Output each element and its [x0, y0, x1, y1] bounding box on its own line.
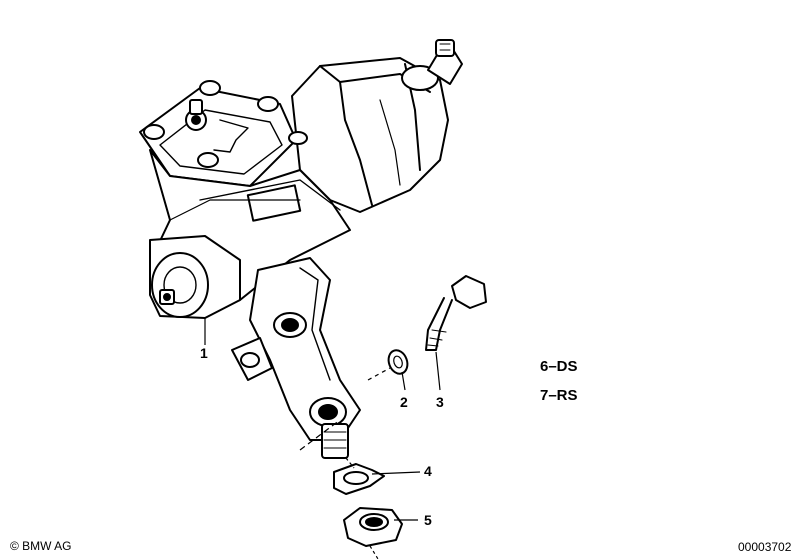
legend-item-7: 7–RS: [540, 387, 578, 404]
leader-2: [401, 371, 406, 391]
spring-washer-2: [387, 349, 409, 375]
axis-line-nut: [369, 545, 379, 559]
callout-1: 1: [200, 345, 208, 361]
legend-item-6: 6–DS: [540, 358, 578, 375]
pitman-arm: [231, 257, 361, 441]
drawing-number: 00003702: [738, 540, 792, 554]
nut-5: [343, 507, 403, 547]
axis-line-bolt: [367, 367, 391, 381]
end-cap: [149, 235, 241, 319]
callout-5: 5: [424, 512, 432, 528]
leader-4: [371, 471, 421, 475]
valve-housing: [291, 57, 449, 213]
lock-washer-4: [333, 463, 385, 495]
callout-3: 3: [436, 394, 444, 410]
pitman-stud: [321, 423, 349, 459]
cover-bolts: [143, 80, 308, 168]
input-shaft: [427, 39, 463, 85]
leader-3: [435, 351, 441, 391]
bolt-3: [425, 275, 487, 351]
top-cover: [139, 87, 297, 187]
copyright-text: © BMW AG: [10, 539, 72, 553]
axis-line-arm: [299, 419, 341, 451]
axis-line-stud: [345, 457, 355, 469]
callout-4: 4: [424, 463, 432, 479]
callout-2: 2: [400, 394, 408, 410]
